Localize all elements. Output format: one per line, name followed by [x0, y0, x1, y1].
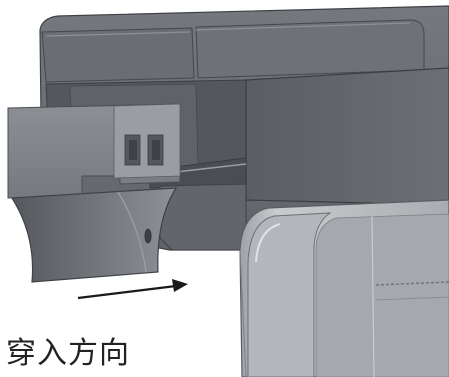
- front-module-shadow: [239, 249, 247, 377]
- front-module-highlight: [255, 223, 281, 263]
- clip-window-left-inner: [129, 140, 137, 160]
- channel-rail: [175, 163, 247, 173]
- front-module-groove: [375, 296, 449, 301]
- housing-top-left-panel: [41, 27, 195, 83]
- housing-top-right-panel: [195, 19, 425, 79]
- front-module-rim: [247, 212, 332, 377]
- clip-tab-edge: [117, 191, 147, 273]
- clip-tab-hole: [144, 228, 152, 244]
- insertion-arrow: [77, 279, 188, 300]
- front-module-face: [315, 213, 449, 377]
- clip-window-right-inner: [152, 140, 160, 160]
- front-module-groove: [375, 281, 449, 286]
- housing-right-panel: [245, 67, 449, 206]
- clip-block-face: [113, 103, 181, 179]
- front-module-seam: [371, 215, 375, 377]
- insertion-direction-caption: 穿入方向: [6, 336, 130, 371]
- housing-top-edge: [195, 22, 411, 31]
- clip-tab: [10, 187, 178, 283]
- housing-top-edge: [45, 31, 191, 37]
